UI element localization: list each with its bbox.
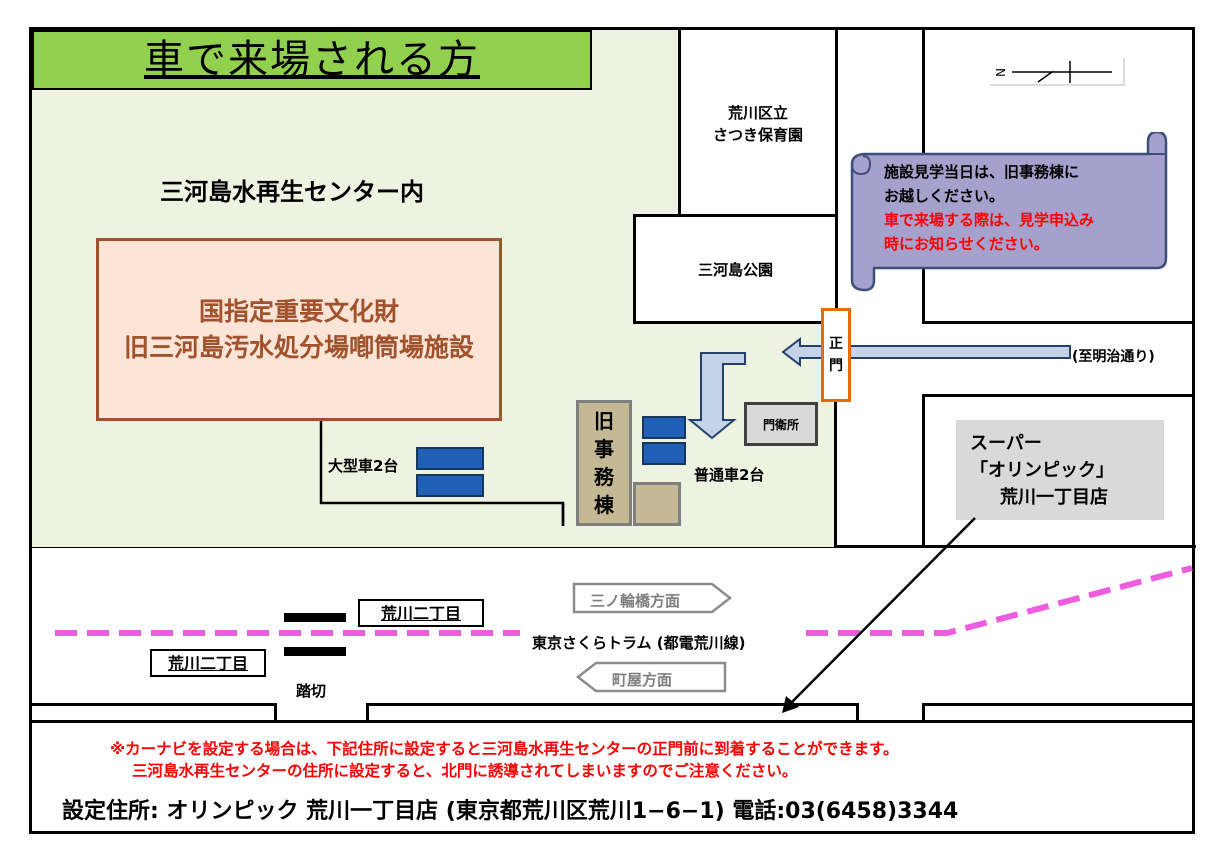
notice-text: 施設見学当日は、旧事務棟に お越しください。 車で来場する際は、見学申込み 時に… <box>884 160 1094 256</box>
cultural-property-line2: 旧三河島汚水処分場喞筒場施設 <box>123 332 474 362</box>
facility-label: 三河島水再生センター内 <box>160 178 424 206</box>
navigation-note-1: ※カーナビを設定する場合は、下記住所に設定すると三河島水再生センターの正門前に到… <box>110 740 899 758</box>
tram-stop-north: 荒川二丁目 <box>358 599 484 627</box>
old-office-char3: 務 <box>594 465 614 489</box>
notice-line3: 車で来場する際は、見学申込み <box>884 211 1095 229</box>
large-car-slot-2 <box>416 474 484 497</box>
normal-car-slot-2 <box>642 442 686 465</box>
route-label: (至明治通り) <box>1072 349 1155 365</box>
crossing-bar-north <box>284 613 346 622</box>
east-lower-block <box>836 545 1196 550</box>
svg-text:N: N <box>993 68 1007 77</box>
old-office-annex <box>633 482 681 526</box>
page-title: 車で来場される方 <box>144 37 480 83</box>
nursery-block: 荒川区立 さつき保育園 <box>678 27 838 217</box>
supermarket-line1: スーパー <box>970 432 1042 454</box>
notice-line4: 時にお知らせください。 <box>884 235 1049 253</box>
main-gate-char1: 正 <box>829 336 843 352</box>
main-gate: 正 門 <box>821 308 851 402</box>
tram-line-name: 東京さくらトラム (都電荒川線) <box>532 634 746 652</box>
supermarket-line2: 「オリンピック」 <box>970 459 1114 481</box>
direction-arrow-east <box>572 582 733 614</box>
guard-house-label: 門衛所 <box>762 417 799 432</box>
notice-line1: 施設見学当日は、旧事務棟に <box>884 163 1080 181</box>
bottom-info-panel <box>32 720 1192 831</box>
direction-arrow-west <box>575 661 727 693</box>
title-box: 車で来場される方 <box>32 30 592 90</box>
large-parking-label: 大型車2台 <box>328 457 399 475</box>
normal-parking-label: 普通車2台 <box>694 466 765 484</box>
cultural-property-line1: 国指定重要文化財 <box>198 296 399 326</box>
old-office-building: 旧 事 務 棟 <box>576 400 632 526</box>
old-office-char2: 事 <box>594 437 614 461</box>
tram-stop-south: 荒川二丁目 <box>150 649 266 677</box>
park-label: 三河島公園 <box>697 261 773 279</box>
notice-scroll-shape <box>850 132 1168 292</box>
navigation-note-2: 三河島水再生センターの住所に設定すると、北門に誘導されてしまいますのでご注意くだ… <box>132 762 798 780</box>
old-office-char4: 棟 <box>594 493 614 517</box>
supermarket-box: スーパー 「オリンピック」 荒川一丁目店 <box>956 420 1164 520</box>
nursery-label-line2: さつき保育園 <box>712 126 803 144</box>
normal-car-slot-1 <box>642 416 686 439</box>
direction-west-label: 町屋方面 <box>612 671 673 689</box>
old-office-char1: 旧 <box>594 409 614 433</box>
guard-house: 門衛所 <box>744 402 818 446</box>
park-block: 三河島公園 <box>633 214 838 324</box>
north-arrow-icon: N <box>990 58 1125 86</box>
supermarket-line3: 荒川一丁目店 <box>1000 486 1108 508</box>
crossing-bar-south <box>284 647 346 656</box>
map-frame <box>29 27 1195 834</box>
main-gate-char2: 門 <box>829 358 843 374</box>
setting-address: 設定住所: オリンピック 荒川一丁目店 (東京都荒川区荒川1−6−1) 電話:0… <box>62 799 959 824</box>
direction-east-label: 三ノ輪橋方面 <box>590 592 681 610</box>
pointer-line <box>789 517 976 705</box>
pointer-head <box>782 696 799 713</box>
cultural-property-box: 国指定重要文化財 旧三河島汚水処分場喞筒場施設 <box>96 238 502 421</box>
crossing-label: 踏切 <box>296 682 327 700</box>
notice-line2: お越しください。 <box>884 187 1005 205</box>
tram-line-east <box>806 565 1193 636</box>
large-car-slot-1 <box>416 447 484 470</box>
nursery-label-line1: 荒川区立 <box>727 104 788 122</box>
